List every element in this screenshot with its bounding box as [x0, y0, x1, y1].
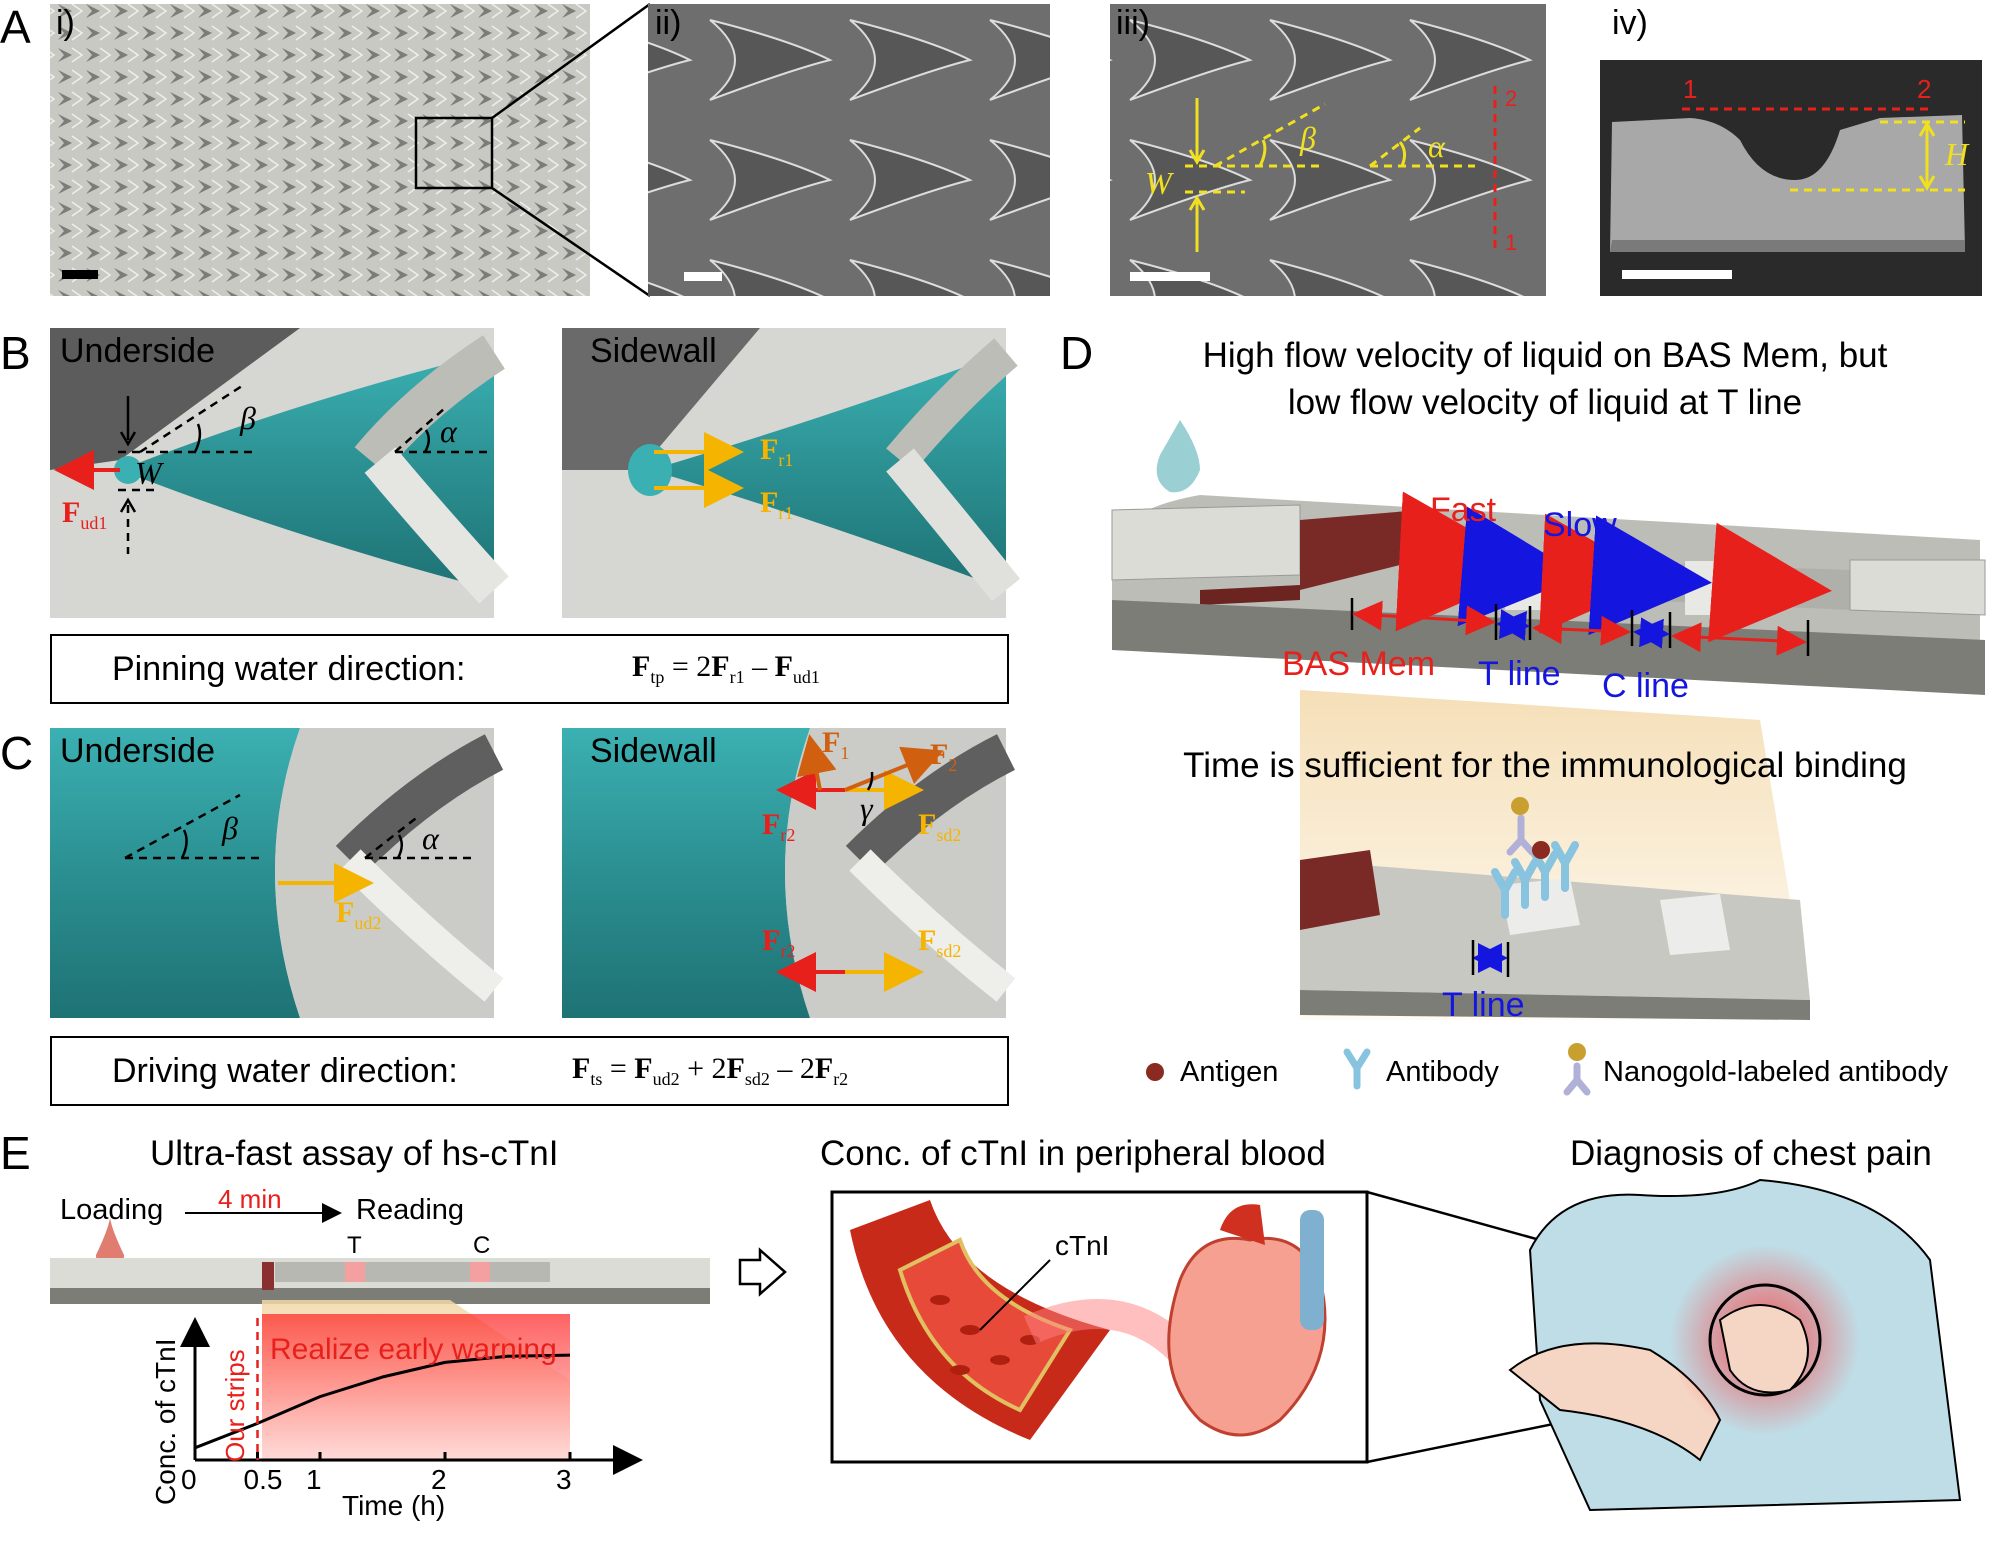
- subpanel-label-i: i): [56, 4, 75, 42]
- strip-t-label: T: [347, 1232, 362, 1259]
- sem-image-ii: [648, 4, 1050, 296]
- driving-equation-label: Driving water direction:: [112, 1052, 458, 1090]
- force-ud2-label: Fud2: [336, 896, 382, 933]
- panel-label-a: A: [0, 1, 31, 53]
- our-strips-label: Our strips: [220, 1349, 250, 1462]
- x-axis-label: Time (h): [342, 1490, 446, 1521]
- assay-title: Ultra-fast assay of hs-cTnI: [150, 1134, 559, 1173]
- panel-d-title-line2: low flow velocity of liquid at T line: [1287, 383, 1803, 422]
- height-label: H: [1945, 136, 1969, 172]
- t-line-zoom-label: T line: [1442, 986, 1525, 1024]
- loading-label: Loading: [60, 1194, 164, 1226]
- fast-label: Fast: [1430, 491, 1497, 529]
- early-warning-label: Realize early warning: [270, 1333, 557, 1366]
- legend-nanogold-antibody: Nanogold-labeled antibody: [1603, 1056, 1949, 1088]
- legend-antibody: Antibody: [1386, 1056, 1499, 1088]
- force-ud1-label: Fud1: [62, 496, 108, 533]
- driving-equation-box: [50, 1036, 1009, 1106]
- alpha-label: α: [1428, 128, 1445, 164]
- panel-label-d: D: [1060, 327, 1094, 379]
- width-label: W: [1145, 165, 1172, 201]
- force-r2-top-label: Fr2: [762, 808, 796, 845]
- chart-axes: [180, 1317, 643, 1475]
- x-tick-label: 1: [306, 1464, 322, 1495]
- blood-title: Conc. of cTnI in peripheral blood: [820, 1134, 1326, 1173]
- panel-label-c: C: [0, 727, 34, 779]
- force-r2-bottom-label: Fr2: [762, 924, 796, 961]
- mark-1-label: 1: [1505, 230, 1518, 255]
- x-tick-label: 2: [431, 1464, 447, 1495]
- driving-equation: Fts = Fud2 + 2Fsd2 – 2Fr2: [572, 1052, 849, 1089]
- sem-image-i: [50, 4, 590, 296]
- early-warning-region: [262, 1314, 570, 1462]
- strip-c-label: C: [473, 1232, 491, 1259]
- force-r1-top-label: Fr1: [760, 433, 794, 470]
- c-line-label: C line: [1602, 667, 1689, 705]
- beta-label: β: [1300, 120, 1316, 156]
- underside-title-c: Underside: [60, 732, 215, 770]
- mark-2-label: 2: [1505, 86, 1518, 111]
- ctni-label: cTnI: [1055, 1230, 1110, 1261]
- underside-title-b: Underside: [60, 332, 215, 370]
- width-label-b: W: [135, 455, 162, 491]
- alpha-label-b: α: [440, 413, 457, 449]
- sidewall-title-c: Sidewall: [590, 732, 717, 770]
- panel-label-b: B: [0, 327, 31, 379]
- reading-label: Reading: [356, 1194, 465, 1226]
- force-2-label: F2: [930, 738, 958, 775]
- t-line-label: T line: [1478, 655, 1561, 693]
- time-4min-label: 4 min: [218, 1184, 282, 1214]
- pinning-equation-box: [50, 634, 1009, 704]
- force-sd2-bottom-label: Fsd2: [918, 924, 962, 961]
- force-sd2-top-label: Fsd2: [918, 808, 962, 845]
- x-tick-label: 3: [556, 1464, 572, 1495]
- diagnosis-title: Diagnosis of chest pain: [1570, 1134, 1932, 1173]
- pinning-equation-label: Pinning water direction:: [112, 650, 466, 688]
- pinning-equation: Ftp = 2Fr1 – Fud1: [632, 650, 820, 687]
- force-r1-bottom-label: Fr1: [760, 486, 794, 523]
- gamma-label-c: γ: [860, 790, 873, 826]
- subpanel-label-iii: iii): [1116, 4, 1150, 42]
- alpha-label-c: α: [422, 820, 439, 856]
- y-axis-label: Conc. of cTnI: [150, 1338, 181, 1505]
- panel-d-title-line1: High flow velocity of liquid on BAS Mem,…: [1202, 336, 1888, 375]
- sem-image-iii: [1110, 4, 1546, 296]
- bas-mem-label: BAS Mem: [1282, 645, 1436, 683]
- subpanel-label-ii: ii): [655, 4, 682, 42]
- force-1-label: F1: [822, 726, 850, 763]
- beta-label-c: β: [222, 810, 238, 846]
- mark-2-label-iv: 2: [1917, 74, 1932, 104]
- subpanel-label-iv: iv): [1612, 4, 1648, 42]
- mark-1-label-iv: 1: [1683, 74, 1698, 104]
- panel-label-e: E: [0, 1127, 31, 1179]
- beta-label-b: β: [240, 400, 256, 436]
- x-tick-label: 0.5: [243, 1464, 283, 1495]
- slow-label: Slow: [1543, 506, 1617, 544]
- binding-title: Time is sufficient for the immunological…: [1183, 746, 1907, 785]
- x-tick-label: 0: [181, 1464, 197, 1495]
- sidewall-title-b: Sidewall: [590, 332, 717, 370]
- legend-antigen: Antigen: [1180, 1056, 1279, 1088]
